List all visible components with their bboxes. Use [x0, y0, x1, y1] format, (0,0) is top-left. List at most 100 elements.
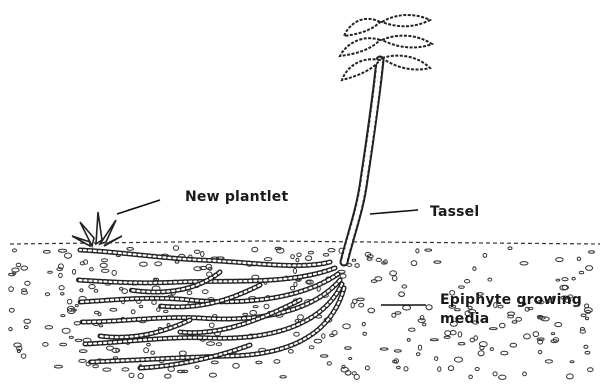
pebble — [250, 310, 257, 315]
pebble — [586, 310, 591, 313]
pebble — [586, 266, 593, 271]
pebble — [579, 271, 583, 273]
pebble — [22, 291, 28, 294]
pebble — [151, 351, 155, 354]
new-plantlet-shoot — [72, 212, 122, 246]
growing-media-label-line2: media — [440, 310, 582, 329]
pebble — [101, 269, 109, 272]
pebble — [288, 350, 293, 354]
pebble — [100, 263, 107, 267]
pebble — [420, 316, 424, 320]
pebble — [397, 366, 401, 369]
pebble — [407, 339, 410, 342]
growing-media-label-line1: Epiphyte growing — [440, 291, 582, 310]
pebble — [490, 348, 493, 351]
pebble — [473, 267, 476, 271]
pebble — [144, 348, 149, 353]
pebble — [390, 271, 397, 276]
plantlet-leader-line — [117, 200, 160, 214]
pebble — [94, 289, 98, 292]
pebble — [216, 343, 221, 346]
pebble — [332, 331, 337, 335]
pebble — [584, 345, 588, 348]
tassel-label: Tassel — [430, 204, 479, 220]
pebble — [155, 262, 162, 266]
pebble — [399, 292, 405, 297]
pebble — [580, 330, 585, 333]
pebble — [294, 282, 297, 286]
pebble — [380, 348, 388, 350]
pebble — [508, 247, 512, 250]
root-runner — [160, 285, 260, 307]
pebble — [418, 319, 425, 323]
pebble — [131, 310, 135, 314]
pebble — [21, 354, 26, 358]
pebble — [343, 324, 351, 329]
pebble — [67, 299, 72, 304]
pebble — [545, 360, 552, 363]
pebble — [483, 253, 487, 257]
pebble — [152, 300, 157, 304]
pebble — [59, 286, 64, 290]
pebble — [297, 253, 301, 257]
pebble — [264, 258, 272, 261]
pebble — [202, 290, 208, 294]
pebble — [112, 270, 116, 275]
pebble — [493, 372, 497, 376]
pebble — [122, 368, 129, 371]
pebble — [233, 363, 240, 368]
pebble — [570, 361, 574, 363]
pebble — [9, 287, 14, 292]
pebble — [294, 332, 300, 336]
pebble — [475, 368, 479, 371]
pebble — [588, 368, 594, 372]
crown-leaf — [382, 56, 430, 70]
root-runner — [80, 250, 330, 265]
pebble — [359, 303, 364, 307]
pebble — [24, 326, 28, 329]
pebble — [394, 350, 401, 352]
tassel-stem — [344, 60, 380, 262]
pebble — [43, 343, 48, 347]
leader-lines — [117, 200, 426, 305]
pebble — [488, 278, 492, 281]
pebble — [309, 346, 314, 349]
pebble — [307, 281, 311, 284]
pebble — [351, 303, 354, 308]
pebble — [187, 291, 192, 295]
pebble — [24, 319, 31, 323]
crown-leaf — [344, 19, 380, 36]
pebble — [520, 262, 528, 265]
pebble — [474, 336, 478, 340]
pebble — [13, 249, 17, 252]
pebble — [426, 305, 432, 310]
pebble — [256, 361, 262, 363]
pebble — [478, 351, 484, 356]
pebble — [510, 343, 516, 347]
plantlet-leaf — [96, 212, 102, 244]
pebble — [90, 268, 94, 271]
pebble — [99, 325, 103, 327]
pebble — [448, 366, 453, 371]
pebble — [352, 259, 355, 261]
pebble — [425, 249, 432, 251]
pebble — [376, 258, 381, 261]
pebble — [308, 251, 313, 254]
pebble — [58, 249, 66, 252]
growing-media-label: Epiphyte growing media — [440, 291, 582, 329]
pebble — [435, 357, 438, 361]
pebble — [367, 258, 372, 260]
tassel-leader-line — [370, 210, 418, 214]
pebble — [116, 349, 119, 352]
pebble — [533, 332, 539, 337]
pebble — [45, 293, 49, 296]
pebble — [277, 248, 284, 253]
pebble — [567, 374, 574, 379]
crown-leaf — [382, 36, 432, 48]
pebble — [434, 261, 441, 263]
pebble — [194, 250, 200, 253]
pebble — [195, 366, 199, 369]
pebble — [9, 328, 12, 331]
pebble — [60, 343, 67, 346]
pebble — [119, 288, 122, 291]
